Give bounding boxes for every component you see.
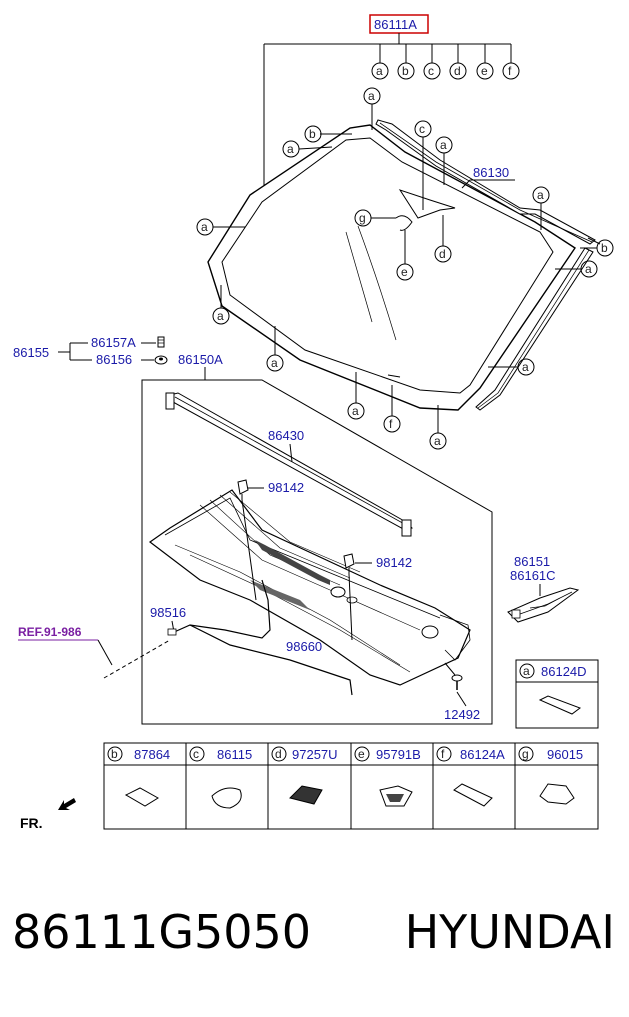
svg-text:a: a [585,262,592,276]
part-98660[interactable]: 98660 [286,639,322,654]
part-98516[interactable]: 98516 [150,605,186,620]
windshield-callouts: a b a c a a b g d e a a a [196,87,614,450]
callout-a: a [376,64,383,78]
callout-c: c [428,64,434,78]
front-label: FR. [20,815,43,831]
svg-text:a: a [287,142,294,156]
svg-text:a: a [523,664,530,678]
svg-text:b: b [111,747,118,761]
svg-text:b: b [601,241,608,255]
windshield-glass[interactable] [207,124,576,411]
svg-text:c: c [419,122,425,136]
svg-text:a: a [434,434,441,448]
svg-text:96015: 96015 [547,747,583,762]
part-12492[interactable]: 12492 [444,707,480,722]
cowl-box-outline [141,379,493,725]
svg-text:g: g [359,211,366,225]
spacer-86115-icon [211,787,242,809]
callout-d: d [454,64,461,78]
part-86156[interactable]: 86156 [96,352,132,367]
svg-text:a: a [440,138,447,152]
clip-98142-mid[interactable] [343,553,355,574]
part-86161C[interactable]: 86161C [510,568,556,583]
side-moulding[interactable] [475,237,601,411]
legend-top: a 86124D [515,659,599,729]
part-86130[interactable]: 86130 [473,165,509,180]
part-98142-top[interactable]: 98142 [268,480,304,495]
svg-text:87864: 87864 [134,747,170,762]
svg-text:97257U: 97257U [292,747,338,762]
side-cover-86151[interactable] [507,587,580,623]
svg-text:86124D: 86124D [541,664,587,679]
footer: 86111G5050 HYUNDAI [0,905,629,975]
main-part-label[interactable]: 86111A [374,17,417,32]
clip-98142-top[interactable] [237,479,249,500]
svg-text:95791B: 95791B [376,747,421,762]
part-86151[interactable]: 86151 [514,554,550,569]
svg-text:f: f [389,417,393,431]
front-arrow-icon [58,798,76,810]
callout-b: b [402,64,409,78]
part-86157A[interactable]: 86157A [91,335,136,350]
svg-text:a: a [522,360,529,374]
legend-row: b 87864 c 86115 d 97257U e 95791B f 8612… [103,742,599,830]
svg-text:a: a [217,309,224,323]
svg-text:a: a [352,404,359,418]
svg-text:g: g [522,747,529,761]
svg-text:b: b [309,127,316,141]
clip-87864-icon [124,787,159,807]
parts-diagram: 86111A a b c d e f [13,14,614,831]
part-98142-mid[interactable]: 98142 [376,555,412,570]
washer-nozzle-icon [154,336,168,365]
svg-text:a: a [201,220,208,234]
svg-text:86124A: 86124A [460,747,505,762]
svg-text:d: d [439,247,446,261]
svg-text:f: f [441,747,445,761]
callout-e: e [481,64,488,78]
clip-96015-icon [539,783,575,805]
footer-brand: HYUNDAI [404,905,615,959]
washer-hose-98660[interactable] [167,579,353,696]
svg-text:a: a [271,356,278,370]
ref-91-986[interactable]: REF.91-986 [18,625,82,639]
svg-text:e: e [358,747,365,761]
part-86155[interactable]: 86155 [13,345,49,360]
pad-97257U-icon [289,785,323,805]
part-86150A[interactable]: 86150A [178,352,223,367]
cowl-top-cover[interactable] [148,489,471,686]
svg-text:c: c [193,747,199,761]
svg-text:e: e [401,265,408,279]
pad-86124A-icon [453,783,493,807]
footer-part-number: 86111G5050 [12,905,312,959]
screw-12492[interactable] [451,674,463,690]
svg-text:a: a [368,89,375,103]
main-part-callouts: a b c d e f [371,44,520,80]
svg-text:d: d [275,747,282,761]
svg-text:86115: 86115 [217,747,252,762]
part-86430[interactable]: 86430 [268,428,304,443]
svg-text:a: a [537,188,544,202]
callout-f: f [508,64,512,78]
moulding-86130[interactable] [375,119,596,245]
